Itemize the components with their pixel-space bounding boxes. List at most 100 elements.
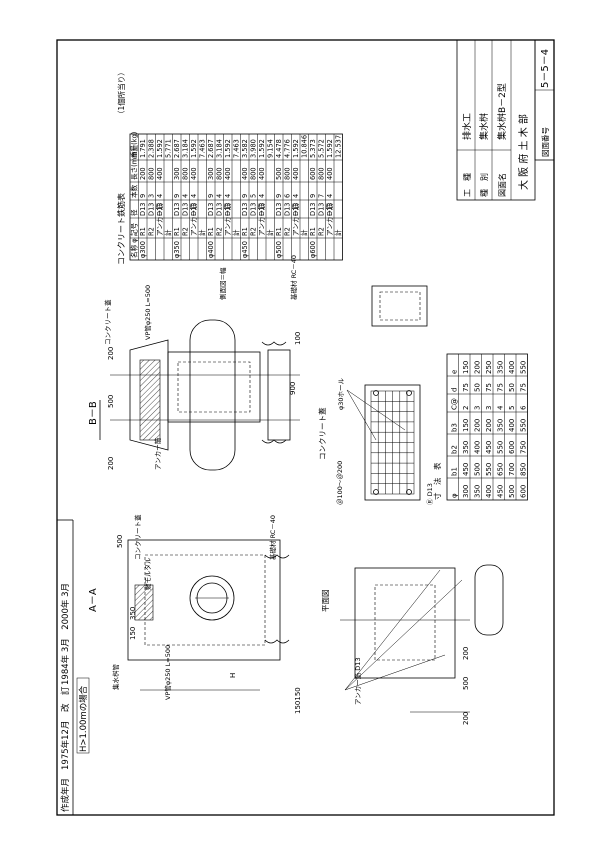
rebar-cell: 1.592 bbox=[224, 139, 232, 158]
dim-header: b3 bbox=[450, 423, 458, 432]
rebar-cell: 500 bbox=[275, 167, 283, 180]
rebar-cell: D13 bbox=[241, 203, 249, 216]
rebar-cell: 800 bbox=[317, 167, 325, 180]
dim-cell: 75 bbox=[496, 383, 504, 392]
rebar-cell: 800 bbox=[181, 167, 189, 180]
rebar-cell: 1.592 bbox=[156, 139, 164, 158]
rebar-cell: 300 bbox=[173, 167, 181, 180]
rebar-cell: 5 bbox=[249, 194, 257, 198]
dim-cell: 150 bbox=[462, 361, 470, 374]
rebar-cell: 4.776 bbox=[283, 139, 291, 158]
rebar-cell: 計 bbox=[299, 229, 308, 236]
rebar-cell: R1 bbox=[139, 227, 147, 236]
rebar-cell: 400 bbox=[224, 167, 232, 180]
lid-pitch-label: ＠100～＠200 bbox=[336, 461, 344, 505]
dim-cell: 200 bbox=[485, 419, 493, 432]
drawing-number-box: 図面番号 5－5－4 bbox=[534, 39, 555, 161]
rebar-cell: D13 bbox=[249, 203, 257, 216]
dim-cell: 200 bbox=[473, 419, 481, 432]
dim-cell: 2 bbox=[462, 406, 470, 410]
dim-cell: 4 bbox=[496, 405, 504, 410]
dim-cell: 400 bbox=[508, 361, 516, 374]
rebar-cell: φ350 bbox=[173, 241, 181, 258]
rebar-cell: D13 bbox=[207, 203, 215, 216]
rebar-cell: R2 bbox=[147, 227, 155, 236]
section-aa: A－A 500 350 150 H 150150 集水桝管 VP管φ250 L=… bbox=[88, 514, 302, 714]
rebar-cell: 4 bbox=[190, 194, 198, 198]
plan-dim-200a: 200 bbox=[462, 712, 470, 725]
dim-cell: 450 bbox=[496, 485, 504, 498]
rebar-header: 径 bbox=[129, 209, 138, 216]
rebar-unit-note: （1個所当り） bbox=[116, 68, 126, 118]
rebar-cell: D13 bbox=[147, 203, 155, 216]
aa-lid-label: コンクリート蓋 bbox=[133, 514, 142, 560]
rebar-cell: 5.572 bbox=[317, 139, 325, 158]
rebar-cell: アンカー筋 bbox=[189, 203, 198, 236]
rebar-cell: 400 bbox=[156, 167, 164, 180]
rebar-cell: アンカー筋 bbox=[257, 203, 266, 236]
bb-lid-label: コンクリート蓋 bbox=[103, 299, 112, 345]
rebar-cell: 4 bbox=[326, 194, 334, 198]
bb-base-label: 基礎材 RC－40 bbox=[289, 255, 298, 300]
drawing-number: 5－5－4 bbox=[540, 49, 551, 88]
rebar-cell: φ300 bbox=[139, 241, 147, 258]
dim-cell: 550 bbox=[519, 419, 527, 432]
bb-pipe-label: 側面図＝幅 bbox=[218, 267, 227, 300]
rebar-cell: R1 bbox=[275, 227, 283, 236]
aa-dim-15050: 150150 bbox=[294, 687, 302, 714]
rebar-cell: 4 bbox=[215, 194, 223, 198]
rebar-cell: 2.687 bbox=[207, 139, 215, 158]
rebar-cell: 9 bbox=[241, 194, 249, 198]
rebar-cell: 3.184 bbox=[215, 139, 223, 158]
rebar-cell: R1 bbox=[207, 227, 215, 236]
rebar-cell: 計 bbox=[231, 229, 240, 236]
rebar-cell: R2 bbox=[215, 227, 223, 236]
dim-cell: 75 bbox=[485, 383, 493, 392]
rebar-cell: 4 bbox=[292, 194, 300, 198]
rebar-cell: 12.537 bbox=[334, 135, 342, 158]
rebar-cell: φ600 bbox=[309, 241, 317, 258]
rebar-cell: 9 bbox=[207, 194, 215, 198]
dim-header: e bbox=[450, 370, 458, 374]
dim-cell: 3 bbox=[473, 406, 481, 410]
rebar-cell: R1 bbox=[173, 227, 181, 236]
rebar-cell: 1.592 bbox=[190, 139, 198, 158]
aa-dim-h: H bbox=[229, 673, 237, 678]
header-strip: 作成年月 1975年12月 改 訂 1984年 3月 2000年 3月 H>1.… bbox=[57, 519, 90, 815]
rebar-cell: 4.478 bbox=[275, 139, 283, 158]
rebar-cell: 400 bbox=[292, 167, 300, 180]
rebar-cell: 400 bbox=[326, 167, 334, 180]
rebar-cell: 400 bbox=[190, 167, 198, 180]
rebar-cell: φ400 bbox=[207, 241, 215, 258]
condition-note: H>1.00mの場合 bbox=[78, 685, 89, 752]
rebar-cell: D13 bbox=[156, 203, 164, 216]
plan-view: 平面図 200 500 200 アンカー筋 D13 bbox=[321, 564, 504, 725]
rebar-cell: D13 bbox=[309, 203, 317, 216]
rebar-cell: D13 bbox=[190, 203, 198, 216]
plan-dim-200b: 200 bbox=[462, 647, 470, 660]
aa-vp-label: VP管φ250 L=500 bbox=[163, 645, 172, 700]
rebar-cell: 800 bbox=[215, 167, 223, 180]
dim-cell: 350 bbox=[496, 361, 504, 374]
creation-label: 作成年月 bbox=[60, 778, 71, 812]
dim-cell: 650 bbox=[496, 463, 504, 476]
rebar-cell: R2 bbox=[317, 227, 325, 236]
lid-detail-title: コンクリート蓋 bbox=[317, 407, 327, 460]
rebar-header: 本数 bbox=[129, 184, 138, 198]
dim-cell: 5 bbox=[508, 406, 516, 410]
dim-cell: 3 bbox=[485, 406, 493, 410]
dim-cell: 600 bbox=[508, 441, 516, 454]
pipe-circle-aa bbox=[189, 575, 235, 621]
revision-value: 1984年 3月 2000年 3月 bbox=[60, 583, 71, 685]
rebar-cell: D13 bbox=[275, 203, 283, 216]
rebar-cell: R1 bbox=[241, 227, 249, 236]
dim-caption: 寸 法 表 bbox=[432, 462, 442, 500]
dim-header: φ bbox=[450, 493, 458, 498]
rebar-cell: 4 bbox=[181, 194, 189, 198]
rebar-header: 名称 φ bbox=[129, 238, 138, 258]
rebar-cell: 9 bbox=[309, 194, 317, 198]
rebar-cell: R1 bbox=[309, 227, 317, 236]
rebar-cell: 800 bbox=[283, 167, 291, 180]
dim-cell: 500 bbox=[508, 485, 516, 498]
